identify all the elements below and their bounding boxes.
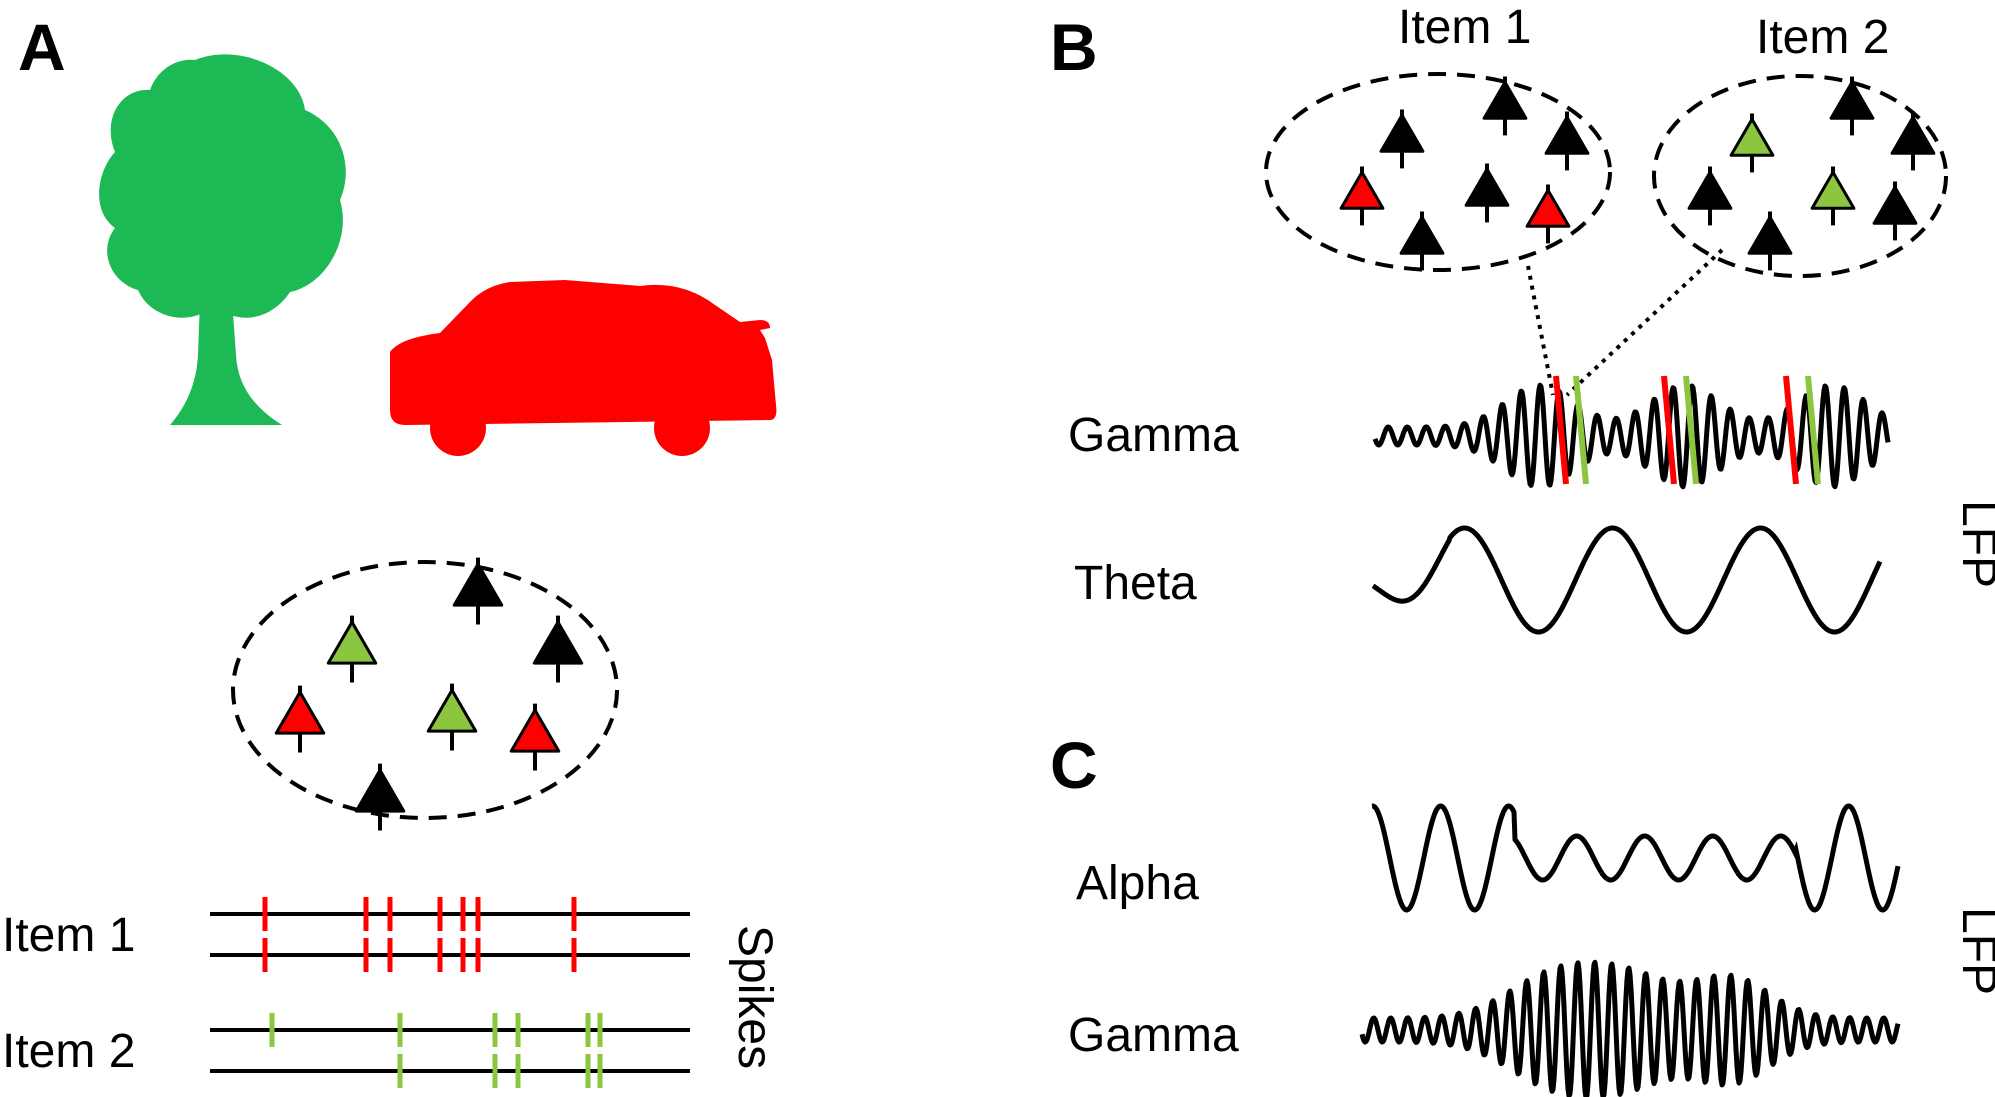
lfp-label-b: LFP	[1952, 500, 1995, 589]
assembly-label-item1: Item 1	[1398, 1, 1532, 54]
pyramidal-neuron-icon	[1872, 181, 1918, 241]
gamma-cycle-highlight	[1683, 375, 1699, 485]
car-wheel-front	[430, 400, 486, 456]
pyramidal-neuron-icon	[452, 557, 504, 625]
pyramidal-neuron-icon	[1379, 109, 1425, 169]
assembly-ellipse-item2	[1652, 74, 1948, 278]
pyramidal-neuron-icon	[1544, 111, 1590, 171]
theta-label: Theta	[1074, 557, 1197, 610]
panel-letter-c: C	[1050, 728, 1098, 802]
pyramidal-neuron-icon	[532, 615, 584, 683]
car-icon	[390, 280, 777, 456]
pyramidal-neuron-icon	[509, 703, 561, 771]
pyramidal-neuron-icon	[1464, 163, 1510, 223]
panel-letter-b: B	[1050, 10, 1098, 84]
pyramidal-neuron-icon	[1482, 76, 1528, 136]
pyramidal-neuron-icon	[1525, 184, 1571, 244]
lfp-label-c: LFP	[1952, 907, 1995, 996]
gamma-cycle-highlight	[1661, 375, 1677, 485]
alpha-wave	[1371, 803, 1901, 913]
tree-icon	[99, 54, 346, 425]
car-body	[390, 280, 777, 425]
assembly-label-item2: Item 2	[1756, 11, 1890, 64]
pyramidal-neuron-icon	[1810, 166, 1856, 226]
pyramidal-neuron-icon	[1687, 166, 1733, 226]
car-wheel-rear	[654, 400, 710, 456]
spike-raster	[210, 897, 690, 1088]
gamma-wave-b	[1372, 382, 1891, 490]
spike-marks	[262, 897, 603, 1088]
connector-dotted-item2	[1565, 248, 1724, 397]
theta-wave	[1371, 525, 1883, 635]
tree-trunk	[170, 300, 282, 425]
pyramidal-neuron-icon	[1890, 111, 1936, 171]
assembly-ellipse-a	[231, 560, 619, 820]
neuron-group-b	[1339, 76, 1936, 271]
gamma-wave-c	[1359, 959, 1901, 1097]
connector-dotted-item1	[1526, 265, 1555, 396]
panel-letter-a: A	[18, 10, 66, 84]
gamma-label-b: Gamma	[1068, 409, 1239, 462]
pyramidal-neuron-icon	[426, 683, 478, 751]
pyramidal-neuron-icon	[274, 685, 326, 753]
pyramidal-neuron-icon	[1399, 211, 1445, 271]
pyramidal-neuron-icon	[326, 615, 378, 683]
neuron-group-a	[274, 557, 584, 831]
tree-canopy	[99, 54, 346, 318]
spike-label-item1: Item 1	[2, 909, 136, 962]
gamma-cycle-highlight	[1783, 375, 1799, 485]
gamma-colored-segments	[1553, 375, 1821, 485]
spike-label-item2: Item 2	[2, 1025, 136, 1078]
pyramidal-neuron-icon	[1829, 76, 1875, 136]
assembly-ellipse-item1	[1264, 72, 1612, 272]
gamma-cycle-highlight	[1805, 375, 1821, 485]
gamma-cycle-highlight	[1553, 375, 1569, 485]
alpha-label: Alpha	[1076, 857, 1199, 910]
spikes-axis-label: Spikes	[728, 925, 781, 1070]
gamma-cycle-highlight	[1573, 375, 1589, 485]
gamma-label-c: Gamma	[1068, 1009, 1239, 1062]
pyramidal-neuron-icon	[1747, 211, 1793, 271]
pyramidal-neuron-icon	[1339, 166, 1385, 226]
pyramidal-neuron-icon	[1729, 113, 1775, 173]
pyramidal-neuron-icon	[354, 763, 406, 831]
